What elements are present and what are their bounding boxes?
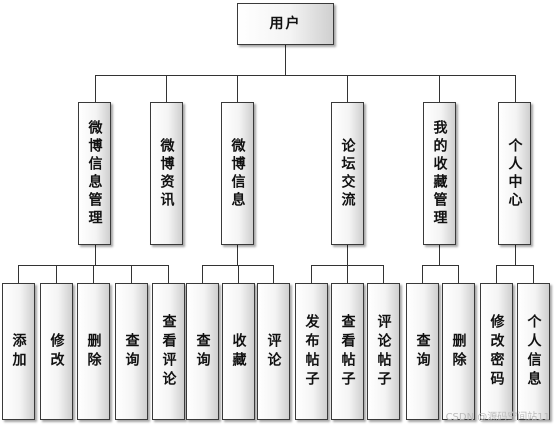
- node-leaf-delete: 删除: [77, 283, 110, 420]
- node-leaf-label: 删除: [450, 332, 467, 371]
- node-leaf-add: 添加: [2, 283, 35, 420]
- node-leaf-label: 修改: [48, 332, 65, 371]
- node-leaf-personal-info: 个人信息: [517, 283, 550, 420]
- node-leaf-label: 删除: [85, 332, 102, 371]
- node-leaf-label: 评论帖子: [375, 313, 392, 390]
- node-leaf-comment: 评论: [257, 283, 290, 420]
- node-leaf-label: 发布帖子: [303, 313, 320, 390]
- connector-module-2-up: [237, 75, 238, 102]
- node-module-forum: 论坛交流: [331, 102, 364, 245]
- node-leaf-label: 查询: [194, 332, 211, 371]
- node-leaf-label: 查询: [414, 332, 431, 371]
- connector-module-0-up: [95, 75, 96, 102]
- connector-level1-bus: [95, 75, 515, 76]
- node-leaf-query: 查询: [406, 283, 439, 420]
- connector-module-0-down: [95, 245, 96, 265]
- node-module-label: 微博信息管理: [86, 119, 103, 228]
- node-module-weibo-news: 微博资讯: [150, 102, 183, 245]
- connector-module-4-up: [439, 75, 440, 102]
- node-module-favorites-mgmt: 我的收藏管理: [423, 102, 456, 245]
- node-module-label: 微博信息: [229, 137, 246, 210]
- connector-root-down: [285, 45, 286, 75]
- connector-leaf-2-0: [202, 265, 203, 283]
- node-leaf-label: 添加: [10, 332, 27, 371]
- node-leaf-delete: 删除: [442, 283, 475, 420]
- node-leaf-label: 查询: [123, 332, 140, 371]
- node-leaf-view-comments: 查看评论: [152, 283, 185, 420]
- node-module-label: 我的收藏管理: [431, 119, 448, 228]
- connector-module-5-bus: [496, 265, 534, 266]
- connector-leaf-0-3: [131, 265, 132, 283]
- connector-leaf-4-1: [458, 265, 459, 283]
- node-leaf-query: 查询: [115, 283, 148, 420]
- node-leaf-modify: 修改: [40, 283, 73, 420]
- node-leaf-query: 查询: [186, 283, 219, 420]
- connector-module-5-up: [515, 75, 516, 102]
- node-module-weibo-info-mgmt: 微博信息管理: [78, 102, 111, 245]
- connector-module-3-down: [347, 245, 348, 265]
- connector-leaf-0-2: [93, 265, 94, 283]
- node-module-label: 论坛交流: [339, 137, 356, 210]
- connector-leaf-3-1: [347, 265, 348, 283]
- connector-leaf-4-0: [422, 265, 423, 283]
- node-module-label: 个人中心: [506, 137, 523, 210]
- node-leaf-favorite: 收藏: [222, 283, 255, 420]
- connector-leaf-5-0: [496, 265, 497, 283]
- node-leaf-label: 收藏: [230, 332, 247, 371]
- node-leaf-post-thread: 发布帖子: [295, 283, 328, 420]
- connector-leaf-0-1: [56, 265, 57, 283]
- node-leaf-label: 评论: [265, 332, 282, 371]
- node-leaf-change-password: 修改密码: [480, 283, 513, 420]
- node-root-label: 用户: [269, 16, 302, 32]
- watermark: CSDN @源码空间站11: [445, 412, 550, 423]
- node-leaf-label: 个人信息: [525, 313, 542, 390]
- node-leaf-view-thread: 查看帖子: [331, 283, 364, 420]
- connector-leaf-3-2: [383, 265, 384, 283]
- node-module-weibo-info: 微博信息: [221, 102, 254, 245]
- connector-module-4-bus: [422, 265, 459, 266]
- connector-leaf-3-0: [311, 265, 312, 283]
- connector-module-5-down: [515, 245, 516, 265]
- connector-module-3-up: [347, 75, 348, 102]
- node-leaf-label: 查看帖子: [339, 313, 356, 390]
- connector-leaf-0-4: [168, 265, 169, 283]
- node-leaf-comment-thread: 评论帖子: [367, 283, 400, 420]
- node-leaf-label: 修改密码: [488, 313, 505, 390]
- node-module-personal-center: 个人中心: [498, 102, 531, 245]
- connector-module-4-down: [439, 245, 440, 265]
- connector-leaf-2-1: [238, 265, 239, 283]
- connector-leaf-2-2: [273, 265, 274, 283]
- connector-module-1-up: [166, 75, 167, 102]
- node-root-user: 用户: [237, 3, 334, 45]
- node-module-label: 微博资讯: [158, 137, 175, 210]
- connector-leaf-0-0: [18, 265, 19, 283]
- connector-leaf-5-1: [533, 265, 534, 283]
- node-leaf-label: 查看评论: [160, 313, 177, 390]
- connector-module-2-down: [237, 245, 238, 265]
